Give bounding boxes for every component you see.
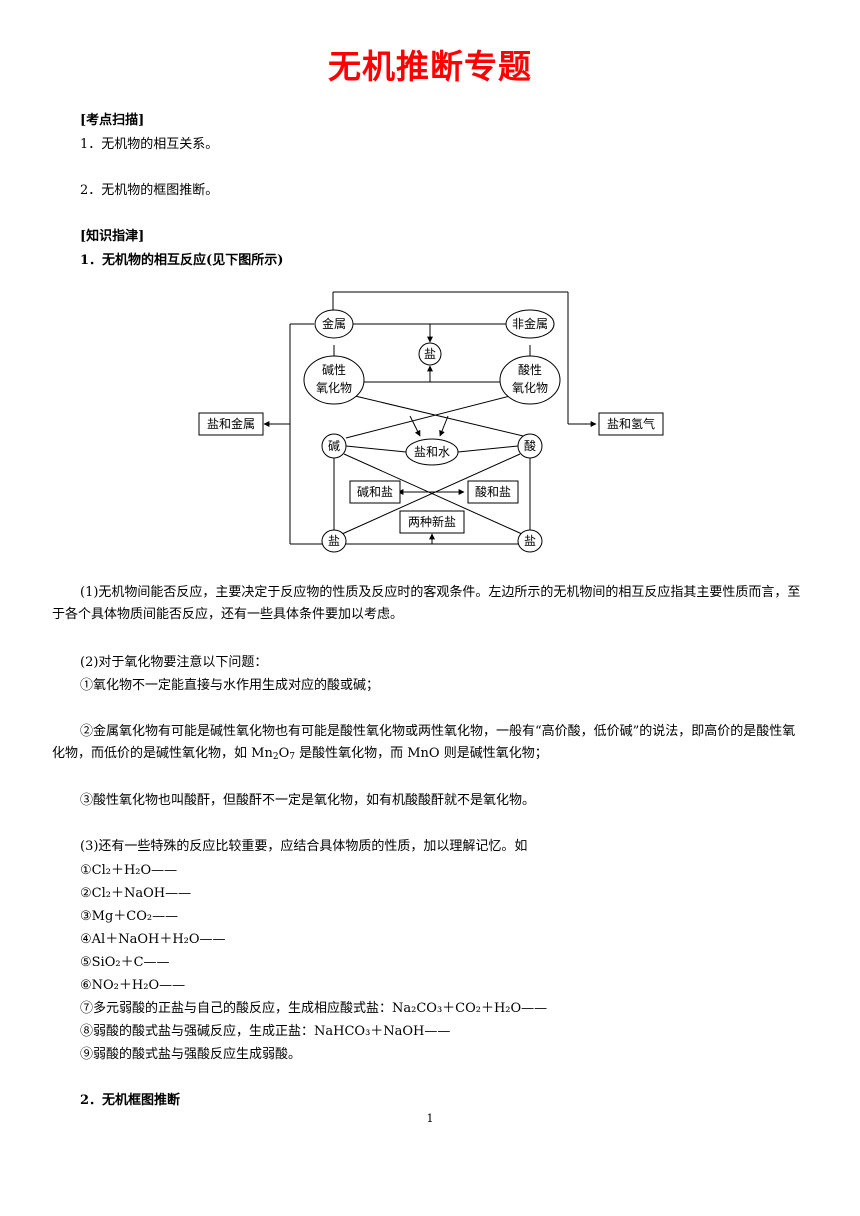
- label-metal: 金属: [322, 316, 346, 331]
- label-base: 碱: [328, 439, 340, 453]
- label-salt-bottom-left: 盐: [328, 534, 340, 548]
- node-metal: [314, 309, 354, 339]
- arrow-to-salt-water: [439, 415, 449, 437]
- reaction-diagram: 金属 非金属 盐 碱性 氧化物 酸性 氧化物 盐和金属 盐和氢气 碱 酸 盐和水…: [198, 291, 664, 553]
- paragraph-2-item-3: ③酸性氧化物也叫酸酐，但酸酐不一定是氧化物，如有机酸酸酐就不是氧化物。: [80, 793, 536, 808]
- connector-line: [341, 453, 521, 535]
- label-acid: 酸: [524, 438, 536, 453]
- connector-line: [457, 445, 519, 453]
- box-salt-and-hydrogen: [598, 412, 664, 436]
- node-acid: [517, 433, 543, 459]
- reaction-5: ⑤SiO₂＋C——: [80, 955, 170, 970]
- reaction-8: ⑧弱酸的酸式盐与强碱反应，生成正盐：NaHCO₃＋NaOH——: [80, 1024, 451, 1039]
- paragraph-2-heading: (2)对于氧化物要注意以下问题：: [80, 655, 268, 670]
- reaction-7: ⑦多元弱酸的正盐与自己的酸反应，生成相应酸式盐：Na₂CO₃＋CO₂＋H₂O——: [80, 1001, 548, 1016]
- reaction-1: ①Cl₂＋H₂O——: [80, 863, 178, 878]
- subheading-2: 2．无机框图推断: [80, 1093, 181, 1108]
- paragraph-1: (1)无机物间能否反应，主要决定于反应物的性质及反应时的客观条件。左边所示的无机…: [52, 585, 801, 622]
- kaodian-item-2: 2．无机物的框图推断。: [80, 183, 219, 198]
- reaction-3: ③Mg＋CO₂——: [80, 909, 179, 924]
- section-header-kaodian: [考点扫描]: [80, 113, 145, 128]
- label-salt-and-water: 盐和水: [414, 445, 450, 459]
- node-salt-water: [405, 438, 459, 466]
- paragraph-2-item-1: ①氧化物不一定能直接与水作用生成对应的酸或碱；: [80, 678, 380, 693]
- label-basic-oxide-2: 氧化物: [316, 381, 352, 395]
- label-basic-oxide-1: 碱性: [322, 363, 346, 377]
- label-two-new-salts: 两种新盐: [408, 514, 456, 529]
- label-salt-and-hydrogen: 盐和氢气: [607, 416, 655, 431]
- connector-line: [345, 395, 511, 439]
- label-nonmetal: 非金属: [512, 316, 548, 331]
- paragraph-3-heading: (3)还有一些特殊的反应比较重要，应结合具体物质的性质，加以理解记忆。如: [80, 839, 528, 854]
- connector-line: [345, 445, 407, 453]
- subheading-1: 1．无机物的相互反应(见下图所示): [80, 253, 284, 268]
- reaction-4: ④Al＋NaOH＋H₂O——: [80, 932, 226, 947]
- node-salt-bottom-left: [321, 529, 347, 553]
- node-salt-top: [418, 342, 442, 366]
- node-nonmetal: [505, 309, 555, 339]
- page-title: 无机推断专题: [328, 47, 532, 86]
- label-salt-top: 盐: [424, 347, 436, 361]
- node-basic-oxide: [303, 355, 365, 405]
- box-two-new-salts: [399, 510, 465, 534]
- page-number: 1: [426, 1112, 434, 1125]
- section-header-zhishi: [知识指津]: [80, 229, 145, 244]
- label-salt-and-metal: 盐和金属: [207, 416, 255, 431]
- reaction-6: ⑥NO₂＋H₂O——: [80, 978, 186, 993]
- arrow-to-salt-water: [409, 415, 421, 437]
- node-base: [321, 433, 347, 459]
- node-salt-bottom-right: [517, 529, 543, 553]
- connector-line: [343, 453, 523, 535]
- label-base-and-salt: 碱和盐: [357, 485, 393, 499]
- box-base-and-salt: [349, 480, 401, 504]
- reaction-9: ⑨弱酸的酸式盐与强酸反应生成弱酸。: [80, 1047, 302, 1062]
- box-acid-and-salt: [467, 480, 519, 504]
- reaction-2: ②Cl₂＋NaOH——: [80, 886, 192, 901]
- label-acid-and-salt: 酸和盐: [475, 484, 511, 499]
- label-acidic-oxide-2: 氧化物: [512, 381, 548, 395]
- label-salt-bottom-right: 盐: [524, 534, 536, 548]
- paragraph-2-item-2: ②金属氧化物有可能是碱性氧化物也有可能是酸性氧化物或两性氧化物，一般有“高价酸，…: [52, 724, 796, 762]
- node-acidic-oxide: [499, 355, 561, 405]
- box-salt-and-metal: [198, 412, 264, 436]
- label-acidic-oxide-1: 酸性: [518, 362, 542, 377]
- kaodian-item-1: 1．无机物的相互关系。: [80, 137, 219, 152]
